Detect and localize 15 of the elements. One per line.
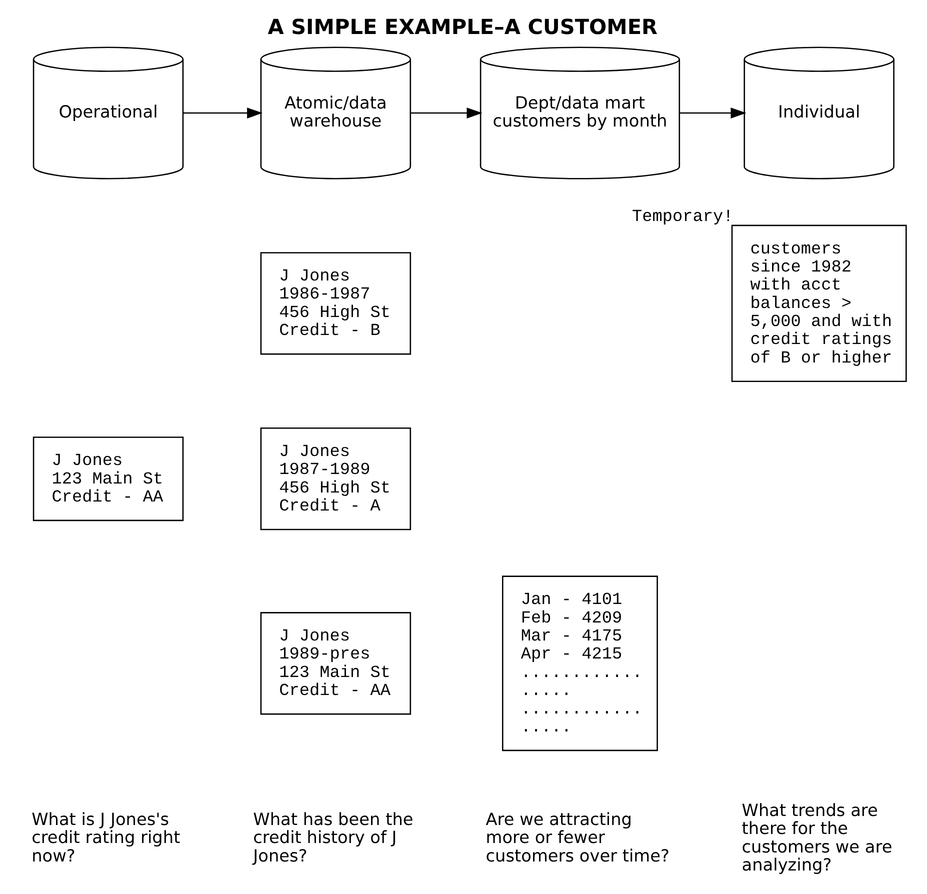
arrow xyxy=(410,108,482,118)
label: What is J Jones's credit rating right now? xyxy=(31,809,180,866)
label: What trends are there for the customers we are analyzing? xyxy=(741,800,892,875)
node-box: J Jones 1989-pres 123 Main St Credit - AA xyxy=(260,612,411,715)
diagram-title: A SIMPLE EXAMPLE–A CUSTOMER xyxy=(267,15,658,40)
label: Are we attracting more or fewer customers over time? xyxy=(485,809,669,866)
node-box: Jan - 4101 Feb - 4209 Mar - 4175 Apr - 4215 ............ ................. ..... xyxy=(502,576,658,752)
arrow xyxy=(678,108,746,118)
node-box: J Jones 123 Main St Credit - AA xyxy=(32,436,184,522)
arrow xyxy=(182,108,262,118)
node-box: J Jones 1986-1987 456 High St Credit - B xyxy=(260,252,411,355)
node-box: J Jones 1987-1989 456 High St Credit - A xyxy=(260,428,411,530)
label: What has been the credit history of J Jones? xyxy=(252,809,413,866)
node-box: customers since 1982 with acct balances > 5,000 and with credit ratings of B or higher xyxy=(730,224,906,382)
node-label: Temporary! xyxy=(632,208,733,227)
